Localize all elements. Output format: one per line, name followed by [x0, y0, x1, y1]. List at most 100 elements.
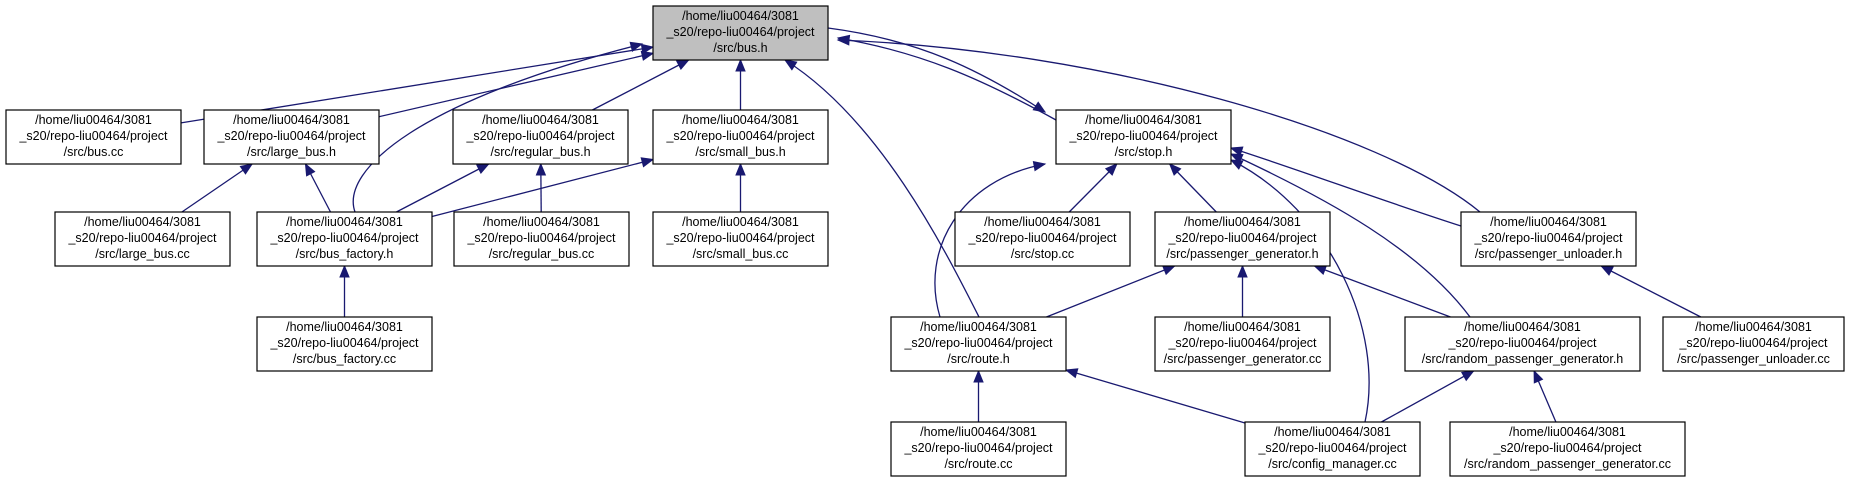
node-box [890, 421, 1067, 477]
node-label-line: /src/regular_bus.h [490, 145, 590, 159]
node-label-line: /home/liu00464/3081 [920, 425, 1037, 439]
node-label-line: _s20/repo-liu00464/project [903, 441, 1053, 455]
node-label-line: /home/liu00464/3081 [233, 113, 350, 127]
arrowhead-icon [1600, 265, 1614, 276]
edge-line [396, 163, 489, 213]
node-bus-h[interactable]: /home/liu00464/3081 _s20/repo-liu00464/pr… [652, 5, 829, 61]
edge-line [352, 43, 643, 213]
arrowhead-icon [1104, 163, 1118, 176]
edge-config_manager_cc-to-route_h [1064, 368, 1246, 424]
edge-line [181, 163, 253, 213]
node-label-line: /src/config_manager.cc [1268, 457, 1397, 471]
node-bus-factory-cc[interactable]: /home/liu00464/3081_s20/repo-liu00464/pr… [256, 316, 433, 372]
node-bus-factory-h[interactable]: /home/liu00464/3081_s20/repo-liu00464/pr… [256, 211, 433, 267]
node-label-line: /home/liu00464/3081 [1509, 425, 1626, 439]
arrowhead-icon [640, 50, 655, 61]
node-label-line: /home/liu00464/3081 [482, 113, 599, 127]
arrowhead-icon [476, 163, 490, 174]
edge-bus_factory_h-to-small_bus_h [431, 157, 655, 218]
node-label-line: _s20/repo-liu00464/project [1447, 336, 1597, 350]
edge-bus_factory_h-to-large_bus_h [304, 162, 332, 213]
arrowhead-icon [629, 41, 644, 52]
node-regular-bus-cc[interactable]: /home/liu00464/3081_s20/repo-liu00464/pr… [453, 211, 630, 267]
edge-line [1381, 370, 1474, 423]
node-label-line: _s20/repo-liu00464/project [665, 25, 815, 39]
edge-route_h-to-bus_h [783, 59, 980, 318]
node-random-passenger-generator-cc[interactable]: /home/liu00464/3081_s20/repo-liu00464/pr… [1449, 421, 1686, 477]
arrowhead-icon [1064, 368, 1079, 379]
node-large-bus-cc[interactable]: /home/liu00464/3081_s20/repo-liu00464/pr… [54, 211, 231, 267]
node-label-line: _s20/repo-liu00464/project [665, 129, 815, 143]
node-config-manager-cc[interactable]: /home/liu00464/3081_s20/repo-liu00464/pr… [1244, 421, 1421, 477]
arrowhead-icon [675, 59, 690, 70]
node-label-line: /src/large_bus.cc [95, 247, 189, 261]
edge-config_manager_cc-to-stop_h [1229, 159, 1370, 423]
nodes-layer: /home/liu00464/3081 _s20/repo-liu00464/pr… [5, 5, 1845, 477]
arrowhead-icon [973, 369, 984, 383]
node-label-line: /home/liu00464/3081 [682, 113, 799, 127]
arrowhead-icon [239, 163, 254, 175]
edges-layer [180, 27, 1702, 424]
node-stop-h[interactable]: /home/liu00464/3081_s20/repo-liu00464/pr… [1055, 109, 1232, 165]
edge-passenger_unloader_h-to-stop_h [1229, 146, 1462, 227]
node-label-line: /src/bus_factory.h [296, 247, 394, 261]
arrowhead-icon [339, 264, 350, 278]
node-label-line: /src/stop.h [1115, 145, 1173, 159]
edge-large_bus_cc-to-large_bus_h [181, 163, 254, 213]
node-box [1244, 421, 1421, 477]
edge-line [1314, 265, 1451, 318]
node-passenger-unloader-cc[interactable]: /home/liu00464/3081_s20/repo-liu00464/pr… [1662, 316, 1845, 372]
edge-line [378, 52, 654, 118]
node-label-line: /home/liu00464/3081 [483, 215, 600, 229]
node-box [1154, 316, 1331, 372]
node-box [652, 109, 829, 165]
arrowhead-icon [836, 35, 850, 46]
node-label-line: /src/random_passenger_generator.h [1422, 352, 1624, 366]
edge-line [592, 59, 689, 111]
node-label-line: /src/route.cc [944, 457, 1012, 471]
arrowhead-icon [1032, 101, 1047, 113]
node-box [1449, 421, 1686, 477]
node-random-passenger-generator-h[interactable]: /home/liu00464/3081_s20/repo-liu00464/pr… [1404, 316, 1641, 372]
node-passenger-generator-cc[interactable]: /home/liu00464/3081_s20/repo-liu00464/pr… [1154, 316, 1331, 372]
node-route-h[interactable]: /home/liu00464/3081_s20/repo-liu00464/pr… [890, 316, 1067, 372]
node-regular-bus-h[interactable]: /home/liu00464/3081_s20/repo-liu00464/pr… [452, 109, 629, 165]
node-box [452, 109, 629, 165]
node-label-line: /src/route.h [947, 352, 1010, 366]
node-label-line: /home/liu00464/3081 [1490, 215, 1607, 229]
edge-passenger_generator_h-to-stop_h [1168, 163, 1217, 213]
edge-line [827, 27, 1046, 113]
node-stop-cc[interactable]: /home/liu00464/3081_s20/repo-liu00464/pr… [954, 211, 1131, 267]
node-label-line: /home/liu00464/3081 [682, 9, 799, 23]
node-label-line: /home/liu00464/3081 [984, 215, 1101, 229]
node-box [954, 211, 1131, 267]
node-label-line: _s20/repo-liu00464/project [1678, 336, 1828, 350]
arrowhead-icon [1168, 163, 1182, 176]
node-label-line: /src/bus_factory.cc [293, 352, 396, 366]
edge-line [431, 158, 654, 218]
node-label-line: /src/regular_bus.cc [489, 247, 595, 261]
node-large-bus-h[interactable]: /home/liu00464/3081_s20/repo-liu00464/pr… [203, 109, 380, 165]
node-route-cc[interactable]: /home/liu00464/3081 _s20/repo-liu00464/pr… [890, 421, 1067, 477]
node-box [256, 316, 433, 372]
edge-config_manager_cc-to-random_passenger_generator_h [1381, 370, 1475, 423]
node-label-line: /src/passenger_generator.cc [1164, 352, 1322, 366]
node-label-line: /home/liu00464/3081 [84, 215, 201, 229]
node-passenger-unloader-h[interactable]: /home/liu00464/3081 _s20/repo-liu00464/pr… [1460, 211, 1637, 267]
node-label-line: _s20/repo-liu00464/project [1473, 231, 1623, 245]
edge-small_bus_cc-to-small_bus_h [735, 162, 746, 212]
edge-line [837, 39, 1481, 213]
node-bus-cc[interactable]: /home/liu00464/3081_s20/repo-liu00464/pr… [5, 109, 182, 165]
arrowhead-icon [1229, 146, 1244, 157]
edge-route_cc-to-route_h [973, 369, 984, 422]
node-label-line: /src/small_bus.h [695, 145, 785, 159]
node-small-bus-h[interactable]: /home/liu00464/3081 _s20/repo-liu00464/pr… [652, 109, 829, 165]
arrowhead-icon [1237, 264, 1248, 278]
arrowhead-icon [783, 59, 798, 71]
node-small-bus-cc[interactable]: /home/liu00464/3081_s20/repo-liu00464/pr… [652, 211, 829, 267]
node-box [54, 211, 231, 267]
edge-passenger_unloader_h-to-bus_h [836, 35, 1481, 213]
edge-regular_bus_h-to-bus_h [592, 59, 690, 111]
node-passenger-generator-h[interactable]: /home/liu00464/3081_s20/repo-liu00464/pr… [1154, 211, 1331, 267]
